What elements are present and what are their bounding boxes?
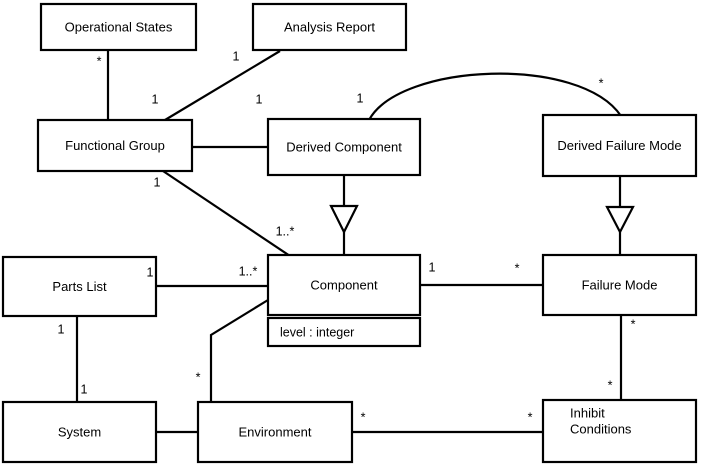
multiplicity-layer: * 1 1 1 1 * 1 1..* 1 1..* 1 1 1 * * * * * * bbox=[58, 49, 636, 424]
multiplicity-label: 1 bbox=[152, 92, 159, 106]
class-box-environment[interactable]: Environment bbox=[196, 400, 354, 464]
class-name: Analysis Report bbox=[284, 19, 375, 34]
class-box-frame bbox=[266, 253, 422, 317]
association-analysis-report-functional-group[interactable] bbox=[164, 50, 281, 121]
class-name: Derived Component bbox=[286, 139, 402, 154]
class-box-derived-failure-mode[interactable]: Derived Failure Mode bbox=[541, 113, 698, 178]
class-name: Derived Failure Mode bbox=[557, 138, 681, 153]
class-box-parts-list[interactable]: Parts List bbox=[1, 255, 158, 318]
class-box-derived-component[interactable]: Derived Component bbox=[266, 117, 422, 177]
class-box-failure-mode[interactable]: Failure Mode bbox=[541, 253, 698, 317]
multiplicity-label: * bbox=[631, 317, 636, 331]
class-box-component[interactable]: Component level : integer bbox=[266, 253, 422, 348]
class-box-frame bbox=[541, 253, 698, 317]
class-box-frame bbox=[1, 400, 158, 464]
class-name: Parts List bbox=[52, 279, 107, 294]
class-box-frame bbox=[251, 2, 408, 52]
association-derived-component-component-generalization[interactable] bbox=[329, 175, 359, 255]
multiplicity-label: 1 bbox=[154, 175, 161, 189]
association-derived-component-derived-failure-mode[interactable] bbox=[368, 72, 622, 121]
multiplicity-label: * bbox=[196, 370, 201, 384]
class-box-analysis-report[interactable]: Analysis Report bbox=[251, 2, 408, 52]
connector-line bbox=[164, 50, 281, 121]
attribute-compartment-frame bbox=[266, 316, 422, 348]
association-functional-group-component[interactable] bbox=[162, 170, 291, 257]
class-attribute: level : integer bbox=[280, 325, 354, 339]
multiplicity-label: * bbox=[361, 410, 366, 424]
multiplicity-label: 1 bbox=[256, 92, 263, 106]
multiplicity-label: * bbox=[528, 410, 533, 424]
class-box-frame bbox=[541, 113, 698, 178]
class-box-frame bbox=[196, 400, 354, 464]
multiplicity-label: 1..* bbox=[276, 224, 295, 238]
multiplicity-label: * bbox=[599, 76, 604, 90]
multiplicity-label: * bbox=[608, 378, 613, 392]
class-box-frame bbox=[1, 255, 158, 318]
association-component-environment[interactable] bbox=[209, 299, 269, 402]
class-box-frame bbox=[541, 398, 698, 464]
class-box-frame bbox=[266, 117, 422, 177]
class-name-line: Inhibit bbox=[570, 405, 605, 420]
multiplicity-label: * bbox=[515, 261, 520, 275]
class-name: System bbox=[58, 424, 101, 439]
class-box-frame bbox=[39, 2, 198, 52]
class-name: Failure Mode bbox=[582, 277, 658, 292]
multiplicity-label: 1 bbox=[81, 382, 88, 396]
class-box-functional-group[interactable]: Functional Group bbox=[36, 118, 194, 173]
class-box-system[interactable]: System bbox=[1, 400, 158, 464]
association-layer bbox=[75, 50, 635, 434]
class-name-line: Conditions bbox=[570, 421, 632, 436]
multiplicity-label: 1 bbox=[147, 265, 154, 279]
class-box-frame bbox=[36, 118, 194, 173]
generalization-triangle-icon bbox=[605, 205, 635, 235]
multiplicity-label: 1 bbox=[233, 49, 240, 63]
class-name: Functional Group bbox=[65, 138, 165, 153]
class-box-operational-states[interactable]: Operational States bbox=[39, 2, 198, 52]
connector-line bbox=[209, 299, 269, 402]
class-name: Component bbox=[310, 277, 378, 292]
connector-line bbox=[368, 72, 622, 121]
connector-line bbox=[162, 170, 291, 257]
association-derived-failure-mode-failure-mode-generalization[interactable] bbox=[605, 176, 635, 255]
multiplicity-label: 1 bbox=[357, 91, 364, 105]
class-name: Environment bbox=[239, 424, 312, 439]
multiplicity-label: * bbox=[97, 54, 102, 68]
multiplicity-label: 1 bbox=[429, 260, 436, 274]
multiplicity-label: 1..* bbox=[239, 264, 258, 278]
generalization-triangle-icon bbox=[329, 204, 359, 235]
class-name: Operational States bbox=[65, 19, 173, 34]
multiplicity-label: 1 bbox=[58, 322, 65, 336]
